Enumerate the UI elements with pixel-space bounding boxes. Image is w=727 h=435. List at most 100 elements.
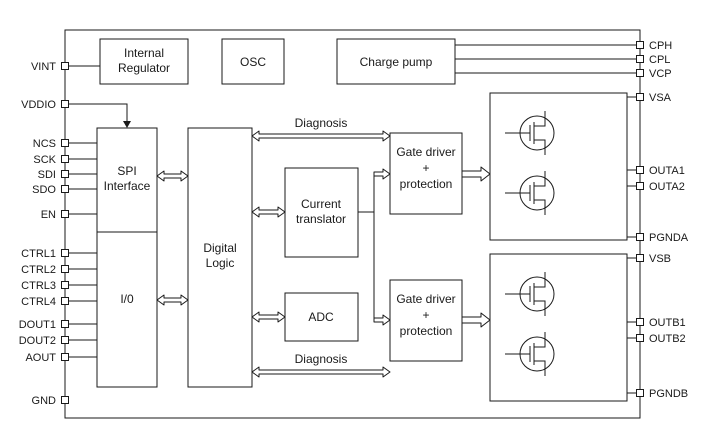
pin-vsb-label: VSB [649, 253, 671, 265]
internal-regulator-label-2: Regulator [118, 61, 170, 75]
vddio-arrowhead-icon [123, 121, 131, 128]
pin-dout2-pad [61, 336, 69, 344]
half-bridge-b [489, 253, 628, 402]
gate-driver-b-label-3: protection [400, 324, 453, 338]
pin-vsa-label: VSA [649, 92, 672, 104]
block-gate-driver-b: Gate driver + protection [389, 279, 463, 362]
pin-outa1-pad [636, 166, 644, 174]
pin-outa2-label: OUTA2 [649, 181, 685, 193]
pin-vcp-label: VCP [649, 68, 672, 80]
pin-dout1-label: DOUT1 [19, 319, 56, 331]
pin-vint-label: VINT [31, 61, 56, 73]
pin-gnd: GND [32, 395, 69, 407]
pin-sck-pad [61, 155, 69, 163]
pin-vsb-pad [636, 254, 644, 262]
pin-vsb: VSB [636, 253, 671, 265]
pin-ctrl1-label: CTRL1 [21, 248, 56, 260]
gate-driver-b-label-1: Gate driver [396, 292, 455, 306]
pin-outa1: OUTA1 [636, 165, 685, 177]
pin-aout: AOUT [25, 352, 69, 364]
pin-ctrl4-label: CTRL4 [21, 296, 56, 308]
current-translator-label-1: Current [301, 197, 342, 211]
pin-sdo-pad [61, 185, 69, 193]
block-io: I/0 [96, 231, 158, 388]
osc-label: OSC [240, 55, 266, 69]
pin-vint: VINT [31, 61, 69, 73]
gate-driver-a-label-3: protection [400, 177, 453, 191]
pin-pgndb-pad [636, 389, 644, 397]
spi-label-1: SPI [117, 164, 136, 178]
gate-driver-a-box [389, 132, 463, 215]
pin-aout-pad [61, 353, 69, 361]
pin-ncs: NCS [33, 138, 69, 150]
pin-outa2: OUTA2 [636, 181, 685, 193]
spi-interface-box [96, 127, 158, 233]
pin-gnd-label: GND [32, 395, 57, 407]
pin-ctrl3-pad [61, 281, 69, 289]
pin-vddio-pad [61, 100, 69, 108]
pin-ctrl1: CTRL1 [21, 248, 69, 260]
block-osc: OSC [221, 38, 285, 85]
pin-cph-pad [636, 41, 644, 49]
pin-cph: CPH [636, 40, 672, 52]
bus-gatedriver-a-arrow-icon [373, 168, 391, 180]
pin-pgnda: PGNDA [636, 232, 689, 244]
charge-pump-wires [455, 44, 637, 74]
pin-dout2-label: DOUT2 [19, 335, 56, 347]
charge-pump-label: Charge pump [360, 55, 433, 69]
diagnosis-bottom-label: Diagnosis [295, 352, 348, 366]
pin-cph-label: CPH [649, 40, 672, 52]
half-bridge-a [489, 92, 628, 241]
translator-bus-wires [358, 174, 375, 320]
diagnosis-bottom-arrow-icon [251, 366, 391, 378]
pin-sck: SCK [33, 154, 69, 166]
gate-driver-b-box [389, 279, 463, 362]
pin-vsa: VSA [636, 92, 672, 104]
gate-driver-a-label-2: + [422, 161, 429, 175]
pin-gnd-pad [61, 396, 69, 404]
pin-outb2-pad [636, 334, 644, 342]
pin-dout2: DOUT2 [19, 335, 69, 347]
half-bridge-b-box [489, 253, 628, 402]
diagnosis-top-label: Diagnosis [295, 116, 348, 130]
pin-cpl-label: CPL [649, 54, 670, 66]
gatedriver-b-bridge-arrow-icon [461, 312, 491, 328]
pin-outb2-label: OUTB2 [649, 333, 686, 345]
vddio-wire [68, 103, 128, 121]
pin-ncs-label: NCS [33, 138, 56, 150]
pin-ctrl1-pad [61, 249, 69, 257]
gate-driver-b-label-2: + [422, 308, 429, 322]
pin-pgndb-label: PGNDB [649, 388, 688, 400]
pin-sck-label: SCK [33, 154, 56, 166]
internal-regulator-box [99, 38, 189, 85]
pin-cpl-pad [636, 55, 644, 63]
io-label: I/0 [120, 292, 134, 306]
pin-sdi: SDI [38, 169, 69, 181]
internal-regulator-label-1: Internal [124, 46, 164, 60]
io-box [96, 231, 158, 388]
bus-gatedriver-b-arrow-icon [373, 314, 391, 326]
block-spi-interface: SPI Interface [96, 127, 158, 233]
pin-pgnda-pad [636, 233, 644, 241]
half-bridge-a-box [489, 92, 628, 241]
pin-outb1-label: OUTB1 [649, 317, 686, 329]
pin-outb2: OUTB2 [636, 333, 686, 345]
pin-en: EN [41, 209, 69, 221]
pin-sdo-label: SDO [32, 184, 56, 196]
adc-box [284, 292, 359, 342]
block-adc: ADC [284, 292, 359, 342]
pin-aout-label: AOUT [25, 352, 56, 364]
pin-cpl: CPL [636, 54, 670, 66]
pin-dout1-pad [61, 320, 69, 328]
gatedriver-a-bridge-arrow-icon [461, 166, 491, 182]
pin-ncs-pad [61, 139, 69, 147]
pin-outa2-pad [636, 182, 644, 190]
block-internal-regulator: Internal Regulator [99, 38, 189, 85]
spi-label-2: Interface [104, 179, 151, 193]
current-translator-box [284, 167, 359, 258]
pin-outb1: OUTB1 [636, 317, 686, 329]
pin-ctrl2: CTRL2 [21, 264, 69, 276]
current-translator-label-2: translator [296, 212, 346, 226]
pin-pgndb: PGNDB [636, 388, 688, 400]
